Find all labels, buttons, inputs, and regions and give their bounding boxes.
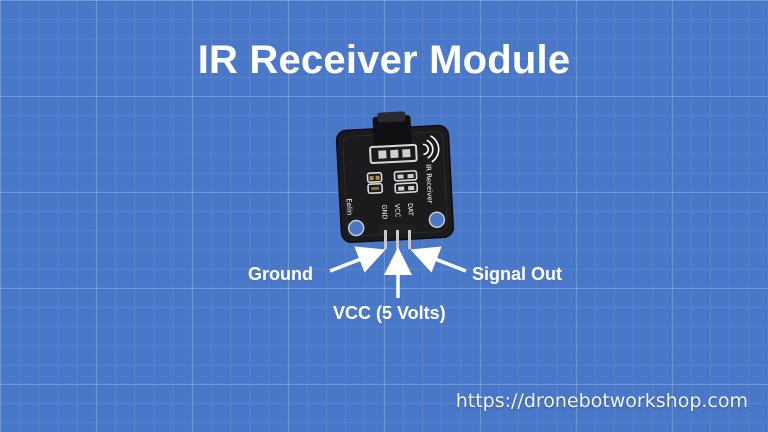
website-url: https://dronebotworkshop.com (455, 390, 748, 412)
mounting-hole-right (428, 211, 446, 229)
header-pins (379, 224, 415, 249)
circuit-board: IR Receiver Eelin GND VCC DAT (335, 111, 455, 243)
page-title: IR Receiver Module (197, 38, 571, 82)
vcc-label: VCC (5 Volts) (333, 303, 446, 323)
smd-components (366, 170, 419, 194)
ir-sensor-component (369, 111, 418, 165)
pin-mark-gnd: GND (380, 204, 389, 219)
signal-arrow (410, 246, 467, 273)
mounting-hole-left (347, 219, 365, 237)
board-brand-text: Eelin (345, 198, 354, 215)
pin-mark-vcc: VCC (393, 204, 402, 218)
pin-mark-dat: DAT (406, 203, 415, 216)
ground-label: Ground (248, 264, 313, 284)
signal-out-label: Signal Out (472, 264, 562, 284)
board-silkscreen-name: IR Receiver (424, 164, 434, 204)
ground-arrow (329, 246, 386, 273)
ir-wave-icon (422, 135, 440, 163)
